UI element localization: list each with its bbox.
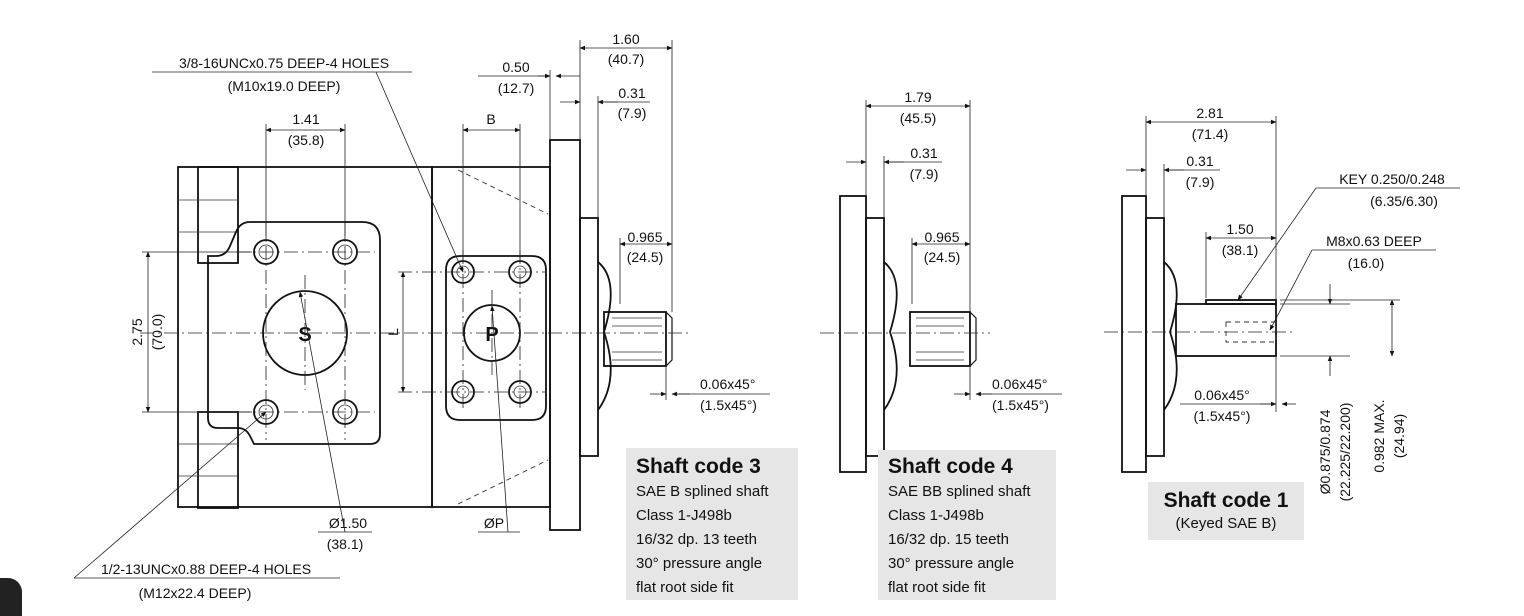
shaft4-spline <box>909 311 971 367</box>
shaft1-subtitle: (Keyed SAE B) <box>1175 515 1277 532</box>
s1-key: KEY 0.250/0.248 <box>1339 171 1445 187</box>
s1-dim-150: 1.50 <box>1226 221 1253 237</box>
shaft1-title: Shaft code 1 <box>1163 489 1289 512</box>
shaft3-line-5: flat root side fit <box>636 579 734 596</box>
shaft1-key <box>1205 299 1277 305</box>
s1-dim-0982: 0.982 MAX. <box>1371 399 1387 472</box>
dim-006: 0.06x45° <box>700 376 755 392</box>
note-lower-holes-mm: (M12x22.4 DEEP) <box>139 585 252 601</box>
shaft3-caption: Shaft code 3 SAE B splined shaft Class 1… <box>626 448 798 600</box>
note-upper-holes: 3/8-16UNCx0.75 DEEP-4 HOLES <box>179 55 389 71</box>
pressure-port-label: P <box>485 324 498 346</box>
shaft4-caption: Shaft code 4 SAE BB splined shaft Class … <box>878 450 1056 600</box>
note-upper-holes-mm: (M10x19.0 DEEP) <box>228 78 341 94</box>
shaft4-line-3: 16/32 dp. 15 teeth <box>888 531 1009 548</box>
dim-0965-mm: (24.5) <box>627 249 664 265</box>
s1-dim-0875: Ø0.875/0.874 <box>1317 409 1333 494</box>
pressure-flange-pad <box>445 255 547 421</box>
s4-dim-179: 1.79 <box>904 89 931 105</box>
dim-275: 2.75 <box>129 318 145 345</box>
shaft3-spline <box>603 311 667 367</box>
pilot <box>579 217 599 457</box>
upper-boss <box>197 166 239 264</box>
note-lower-holes: 1/2-13UNCx0.88 DEEP-4 HOLES <box>101 561 311 577</box>
dim-dia-150: Ø1.50 <box>329 515 367 531</box>
s1-thread-mm: (16.0) <box>1348 255 1385 271</box>
shaft3-line-4: 30° pressure angle <box>636 555 763 572</box>
dim-050: 0.50 <box>502 59 529 75</box>
s1-dim-031: 0.31 <box>1186 153 1213 169</box>
s1-dim-0875-mm: (22.225/22.200) <box>1337 403 1353 502</box>
shaft4-pilot <box>865 217 885 457</box>
dim-050-mm: (12.7) <box>498 80 535 96</box>
dim-031-mm: (7.9) <box>618 105 647 121</box>
shaft4-line-5: flat root side fit <box>888 579 986 596</box>
dim-275-mm: (70.0) <box>149 314 165 351</box>
dim-dia-p: ØP <box>484 515 504 531</box>
s1-key-mm: (6.35/6.30) <box>1370 193 1438 209</box>
main-pump-view: S P 1.41 (35.8) <box>73 31 770 601</box>
s4-dim-006: 0.06x45° <box>992 376 1047 392</box>
dim-dia-150-mm: (38.1) <box>327 536 364 552</box>
shaft3-line-3: 16/32 dp. 13 teeth <box>636 531 757 548</box>
shaft3-title: Shaft code 3 <box>636 455 761 478</box>
s4-dim-006-mm: (1.5x45°) <box>992 397 1049 413</box>
shaft4-line-4: 30° pressure angle <box>888 555 1015 572</box>
s4-dim-179-mm: (45.5) <box>900 110 937 126</box>
dim-160-mm: (40.7) <box>608 51 645 67</box>
s4-dim-031: 0.31 <box>910 145 937 161</box>
dim-031: 0.31 <box>618 85 645 101</box>
dim-0965: 0.965 <box>627 229 662 245</box>
shaft4-line-2: Class 1-J498b <box>888 507 984 524</box>
shaft4-flange <box>839 195 867 473</box>
shaft1-caption: Shaft code 1 (Keyed SAE B) <box>1148 482 1304 540</box>
shaft3-line-2: Class 1-J498b <box>636 507 732 524</box>
s4-dim-0965-mm: (24.5) <box>924 249 961 265</box>
dim-141: 1.41 <box>292 111 319 127</box>
dim-141-mm: (35.8) <box>288 132 325 148</box>
shaft4-title: Shaft code 4 <box>888 455 1013 478</box>
s1-thread: M8x0.63 DEEP <box>1326 233 1422 249</box>
shaft1-keyed-shaft <box>1175 303 1277 357</box>
shaft1-pilot <box>1145 217 1165 457</box>
s1-dim-281: 2.81 <box>1196 105 1223 121</box>
dim-006-mm: (1.5x45°) <box>700 397 757 413</box>
s1-dim-006: 0.06x45° <box>1194 387 1249 403</box>
s1-dim-150-mm: (38.1) <box>1222 242 1259 258</box>
s1-dim-0982-mm: (24.94) <box>1391 414 1407 458</box>
corner-tab <box>0 578 22 616</box>
dim-160: 1.60 <box>612 31 639 47</box>
suction-flange-pad <box>207 221 381 445</box>
shaft1-view: 2.81 (71.4) 0.31 (7.9) 1.50 (38.1) KEY 0… <box>1104 105 1460 501</box>
s4-dim-031-mm: (7.9) <box>910 166 939 182</box>
shaft1-flange <box>1121 195 1147 473</box>
mounting-flange <box>549 139 581 531</box>
s1-dim-006-mm: (1.5x45°) <box>1194 408 1251 424</box>
s4-dim-0965: 0.965 <box>924 229 959 245</box>
dim-l: L <box>385 328 401 336</box>
shaft4-line-1: SAE BB splined shaft <box>888 483 1031 500</box>
shaft3-line-1: SAE B splined shaft <box>636 483 769 500</box>
s1-dim-281-mm: (71.4) <box>1192 126 1229 142</box>
dim-b: B <box>486 111 495 127</box>
s1-dim-031-mm: (7.9) <box>1186 174 1215 190</box>
shaft4-view: 1.79 (45.5) 0.31 (7.9) 0.965 (24.5) 0.06… <box>820 89 1062 473</box>
